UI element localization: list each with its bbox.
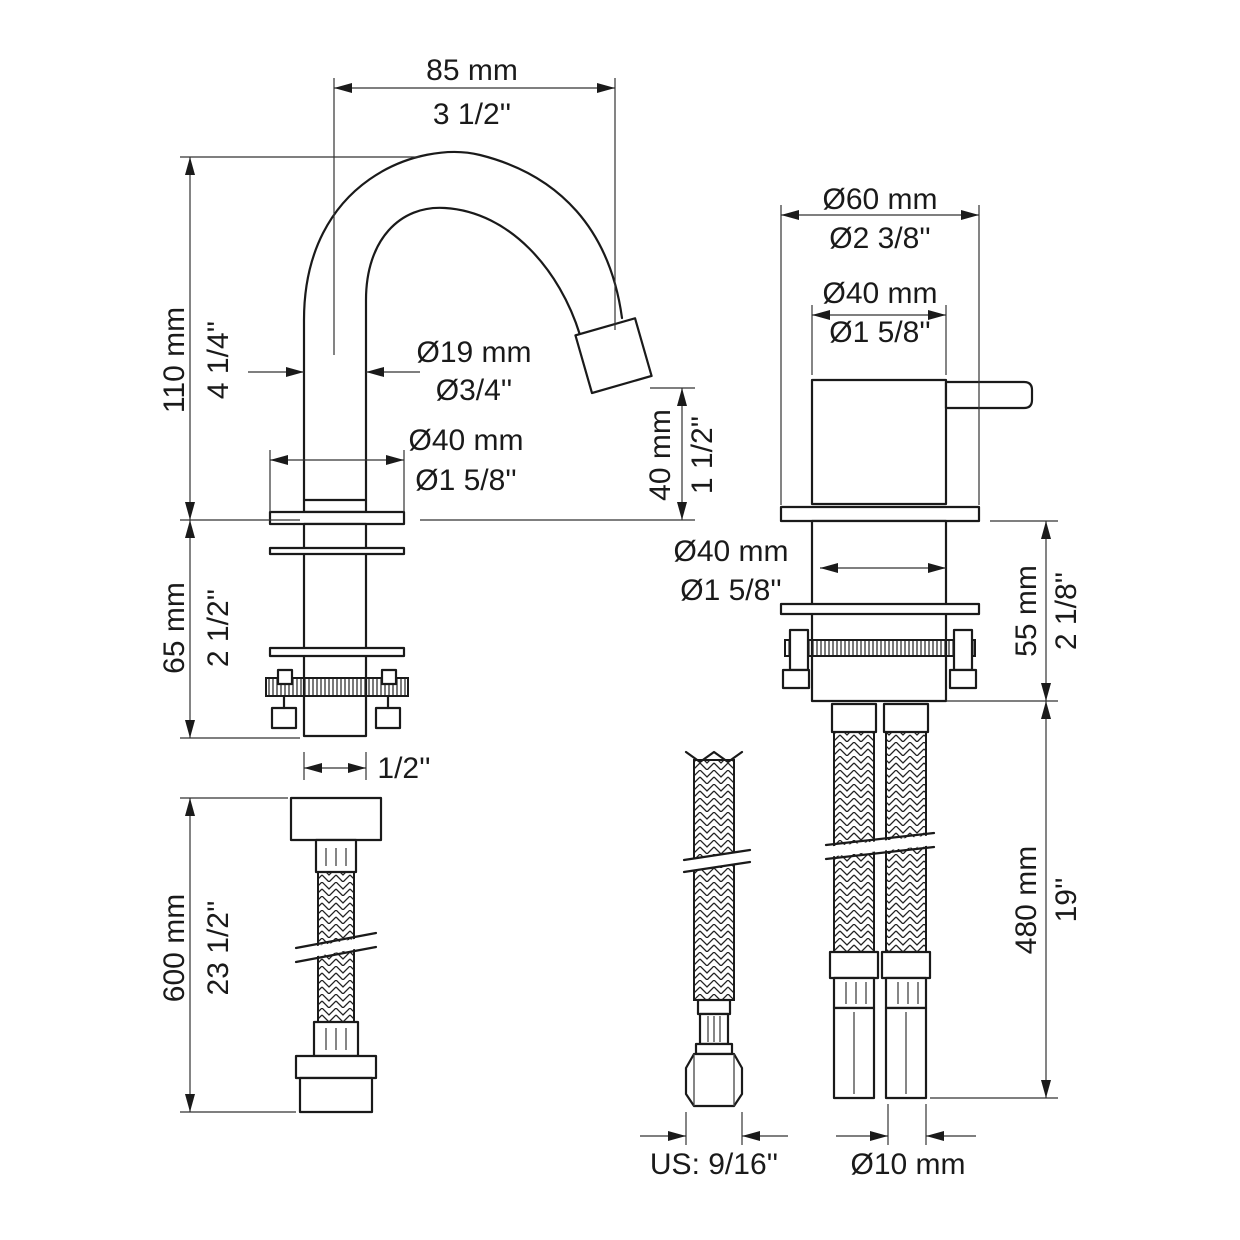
label-4-1-4in: 4 1/4'' — [202, 321, 235, 399]
dim-55mm — [946, 520, 1058, 702]
label-85mm: 85 mm — [426, 54, 518, 87]
hose-480mm-pair — [824, 702, 936, 1100]
label-spout-base-1-5-8in: Ø1 5/8'' — [415, 464, 517, 497]
dim-spout-base-40mm — [269, 450, 405, 512]
label-handle-shank-40mm: Ø40 mm — [673, 535, 788, 568]
label-19mm: Ø19 mm — [416, 336, 531, 369]
dim-handle-body-40mm — [811, 305, 947, 375]
label-110mm: 110 mm — [158, 307, 191, 413]
label-handle-body-40mm: Ø40 mm — [822, 277, 937, 310]
label-2-1-8in: 2 1/8'' — [1050, 572, 1083, 650]
label-3-1-2in: 3 1/2'' — [433, 98, 511, 131]
dim-19mm — [248, 367, 420, 377]
label-480mm: 480 mm — [1010, 846, 1043, 954]
dim-600mm — [180, 797, 296, 1113]
label-55mm: 55 mm — [1010, 565, 1043, 657]
label-23-1-2in: 23 1/2'' — [202, 901, 235, 996]
dim-480mm — [930, 701, 1058, 1099]
hose-600mm — [289, 796, 383, 1114]
hose-detail — [682, 750, 752, 1108]
label-600mm: 600 mm — [158, 894, 191, 1002]
handle-valve — [779, 378, 1034, 703]
label-1-2in: 1/2'' — [377, 752, 430, 785]
spout-base — [265, 510, 409, 738]
dim-85mm — [333, 78, 616, 355]
label-handle-body-1-5-8in: Ø1 5/8'' — [829, 316, 931, 349]
label-spout-base-40mm: Ø40 mm — [408, 424, 523, 457]
label-outlet-40mm: 40 mm — [644, 409, 677, 501]
dim-65mm — [180, 520, 300, 739]
label-60mm: Ø60 mm — [822, 183, 937, 216]
dim-9-16in — [640, 1112, 788, 1145]
label-2-3-8in: Ø2 3/8'' — [829, 222, 931, 255]
label-9-16in: US: 9/16'' — [650, 1148, 778, 1181]
label-65mm: 65 mm — [158, 582, 191, 674]
label-handle-shank-1-5-8in: Ø1 5/8'' — [680, 574, 782, 607]
label-19in: 19'' — [1050, 878, 1083, 923]
dim-outlet-40mm — [420, 387, 695, 521]
spout — [302, 151, 653, 514]
dim-10mm — [836, 1104, 976, 1145]
dim-1-2in — [303, 752, 367, 780]
dim-handle-shank-40mm — [820, 563, 946, 573]
dim-60mm — [780, 205, 980, 505]
label-10mm: Ø10 mm — [850, 1148, 965, 1181]
label-2-1-2in: 2 1/2'' — [202, 589, 235, 667]
label-3-4in: Ø3/4'' — [436, 374, 513, 407]
label-outlet-1-1-2in: 1 1/2'' — [686, 416, 719, 494]
dim-110mm — [180, 156, 420, 521]
